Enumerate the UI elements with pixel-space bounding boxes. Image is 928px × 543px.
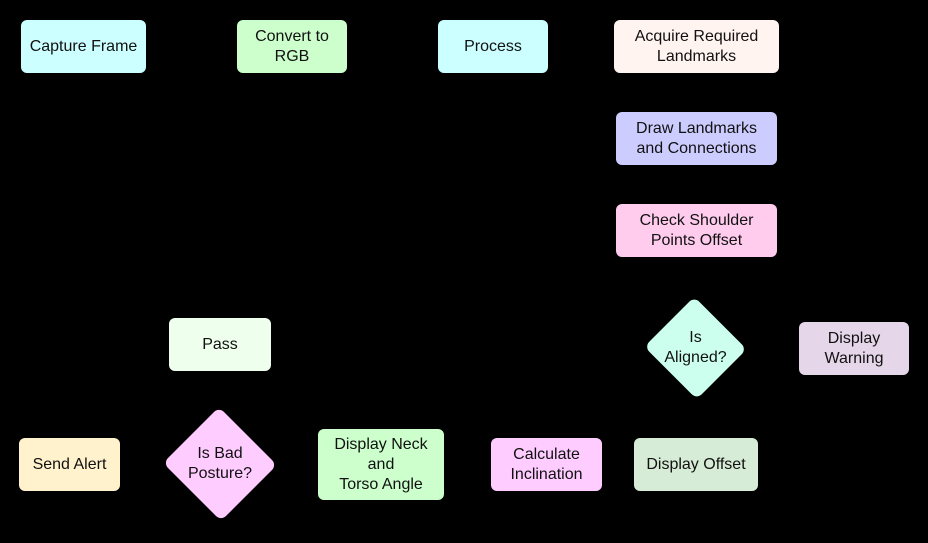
is-aligned-decision: Is Aligned? (643, 296, 748, 400)
capture-frame-node: Capture Frame (21, 20, 146, 73)
display-warning-node: Display Warning (799, 322, 909, 375)
acquire-required-landmarks-node: Acquire Required Landmarks (614, 20, 779, 73)
process-node: Process (438, 20, 548, 73)
send-alert-node: Send Alert (19, 438, 120, 491)
is-aligned-label: Is Aligned? (664, 329, 727, 366)
pass-node: Pass (169, 318, 271, 371)
display-neck-torso-angle-node: Display Neck and Torso Angle (318, 429, 444, 500)
display-offset-node: Display Offset (634, 438, 758, 491)
check-shoulder-offset-node: Check Shoulder Points Offset (616, 204, 777, 257)
is-bad-posture-decision: Is Bad Posture? (162, 407, 278, 521)
calculate-inclination-node: Calculate Inclination (491, 438, 602, 491)
is-bad-posture-label: Is Bad Posture? (187, 445, 253, 482)
convert-to-rgb-node: Convert to RGB (237, 20, 347, 73)
draw-landmarks-node: Draw Landmarks and Connections (616, 112, 777, 165)
